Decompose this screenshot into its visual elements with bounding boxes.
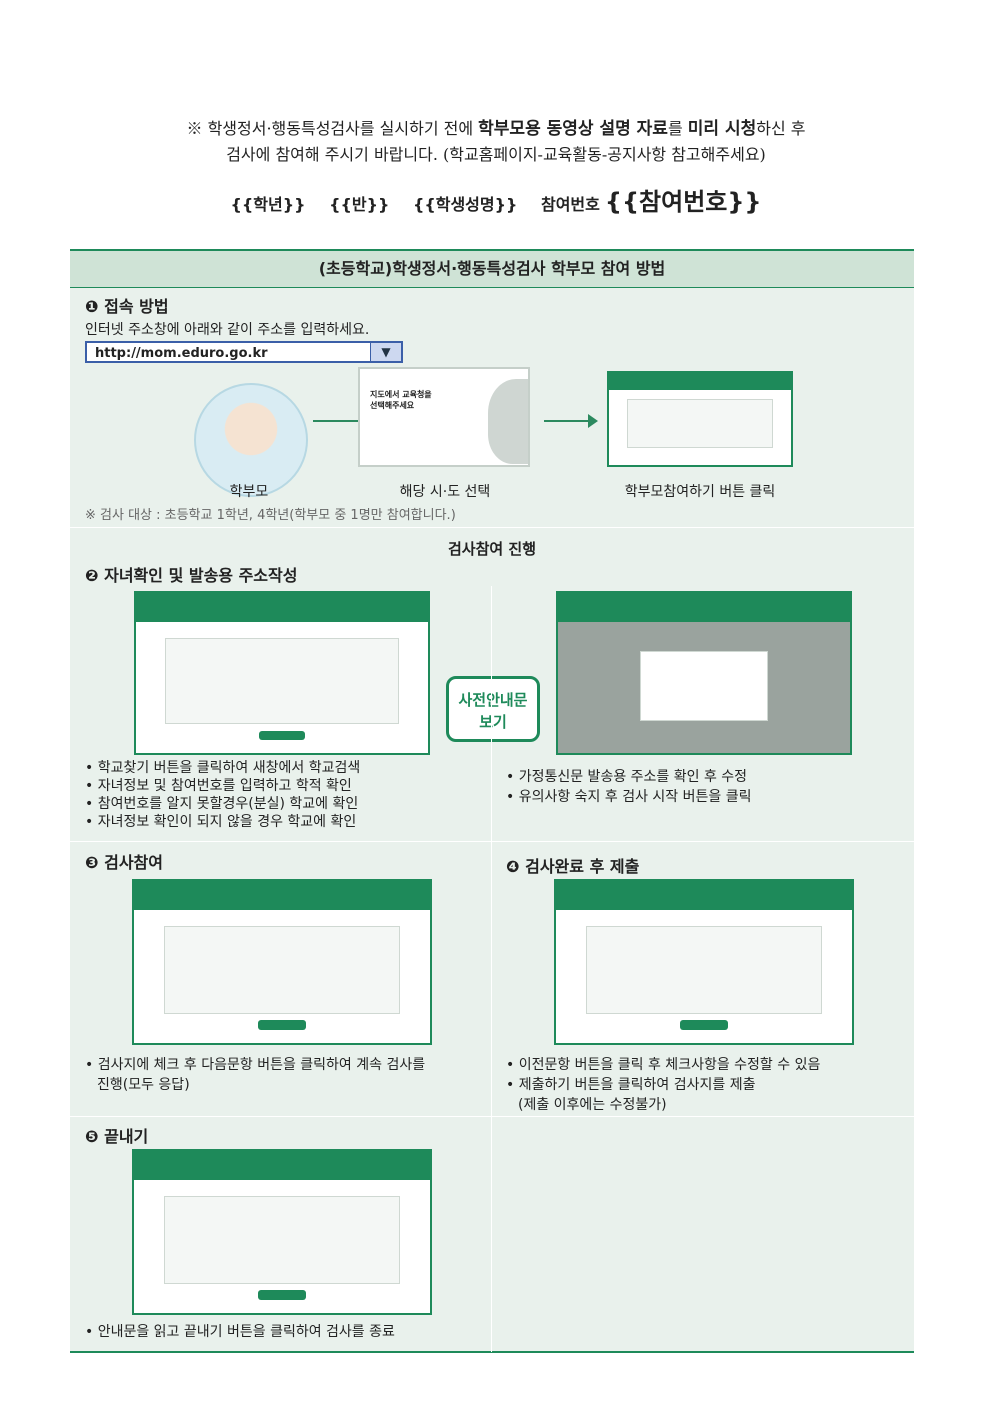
section-2-heading: ❷ 자녀확인 및 발송용 주소작성 — [85, 566, 298, 585]
list-item: • 자녀정보 확인이 되지 않을 경우 학교에 확인 — [85, 814, 357, 830]
divider — [491, 586, 492, 1352]
parent-join-screenshot — [607, 371, 793, 467]
list-item: • 제출하기 버튼을 클릭하여 검사지를 제출 — [506, 1077, 756, 1093]
parent-family-image — [194, 383, 308, 497]
divider — [70, 1116, 914, 1117]
section-2-left-bullets: • 학교찾기 버튼을 클릭하여 새창에서 학교검색 • 자녀정보 및 참여번호를… — [85, 759, 360, 831]
survey-screenshot — [132, 879, 432, 1045]
notice-text: 를 — [667, 119, 688, 138]
dropdown-arrow-icon[interactable]: ▼ — [370, 343, 401, 361]
guide-title: (초등학교)학생정서·행동특성검사 학부모 참여 방법 — [70, 251, 914, 288]
url-text: http://mom.eduro.go.kr — [95, 346, 268, 361]
notice-line2: 검사에 참여해 주시기 바랍니다. (학교홈페이지-교육활동-공지사항 참고해주… — [226, 145, 766, 164]
caption-region: 해당 시·도 선택 — [399, 484, 491, 500]
section-1-instruction: 인터넷 주소창에 아래와 같이 주소를 입력하세요. — [85, 322, 370, 338]
list-item: 진행(모두 응답) — [97, 1077, 190, 1093]
list-item: • 검사지에 체크 후 다음문항 버튼을 클릭하여 계속 검사를 — [85, 1057, 426, 1073]
child-verify-screenshot — [134, 591, 430, 755]
section-2-right-bullets: • 가정통신문 발송용 주소를 확인 후 수정 • 유의사항 숙지 후 검사 시… — [506, 767, 752, 807]
participation-number-label: 참여번호 — [540, 195, 600, 214]
list-item: (제출 이후에는 수정불가) — [518, 1097, 667, 1113]
guide-panel: (초등학교)학생정서·행동특성검사 학부모 참여 방법 ❶ 접속 방법 인터넷 … — [70, 249, 914, 1353]
section-3-bullets: • 검사지에 체크 후 다음문항 버튼을 클릭하여 계속 검사를 진행(모두 응… — [85, 1055, 425, 1095]
section-3-heading: ❸ 검사참여 — [85, 853, 163, 872]
student-name-field: {{학생성명}} — [412, 195, 518, 214]
address-popup-screenshot — [556, 591, 852, 755]
notice: ※ 학생정서·행동특성검사를 실시하기 전에 학부모용 동영상 설명 자료를 미… — [0, 116, 992, 168]
list-item: • 이전문항 버튼을 클릭 후 체크사항을 수정할 수 있음 — [506, 1057, 821, 1073]
grade-field: {{학년}} — [230, 195, 306, 214]
section-5-heading: ❺ 끝내기 — [85, 1127, 149, 1146]
progress-title: 검사참여 진행 — [447, 540, 537, 558]
list-item: • 유의사항 숙지 후 검사 시작 버튼을 클릭 — [506, 789, 752, 805]
url-bar[interactable]: http://mom.eduro.go.kr ▼ — [85, 341, 403, 363]
list-item: • 학교찾기 버튼을 클릭하여 새창에서 학교검색 — [85, 760, 361, 776]
target-note: ※ 검사 대상 : 초등학교 1학년, 4학년(학부모 중 1명만 참여합니다.… — [85, 508, 456, 523]
caption-join-button: 학부모참여하기 버튼 클릭 — [624, 484, 776, 500]
participation-number-field: {{참여번호}} — [604, 188, 762, 216]
section-1-heading: ❶ 접속 방법 — [85, 297, 169, 316]
arrow-icon — [544, 414, 598, 428]
finish-screenshot — [132, 1149, 432, 1315]
notice-text: 하신 후 — [756, 119, 806, 138]
caption-parent: 학부모 — [229, 484, 269, 500]
class-field: {{반}} — [329, 195, 390, 214]
list-item: • 가정통신문 발송용 주소를 확인 후 수정 — [506, 769, 748, 785]
participant-id-line: {{학년}} {{반}} {{학생성명}} 참여번호{{참여번호}} — [0, 182, 992, 217]
list-item: • 안내문을 읽고 끝내기 버튼을 클릭하여 검사를 종료 — [85, 1324, 395, 1340]
list-item: • 자녀정보 및 참여번호를 입력하고 학적 확인 — [85, 778, 352, 794]
notice-emphasis-video: 학부모용 동영상 설명 자료 — [478, 119, 668, 139]
notice-text: ※ 학생정서·행동특성검사를 실시하기 전에 — [186, 119, 479, 138]
list-item: • 참여번호를 알지 못할경우(분실) 학교에 확인 — [85, 796, 359, 812]
divider — [70, 527, 914, 528]
section-4-heading: ❹ 검사완료 후 제출 — [506, 857, 640, 876]
divider — [70, 841, 914, 842]
section-5-bullets: • 안내문을 읽고 끝내기 버튼을 클릭하여 검사를 종료 — [85, 1323, 395, 1341]
korea-map-icon — [488, 379, 528, 464]
submit-screenshot — [554, 879, 854, 1045]
notice-emphasis-watch: 미리 시청 — [687, 119, 757, 139]
section-4-bullets: • 이전문항 버튼을 클릭 후 체크사항을 수정할 수 있음 • 제출하기 버튼… — [506, 1055, 820, 1115]
